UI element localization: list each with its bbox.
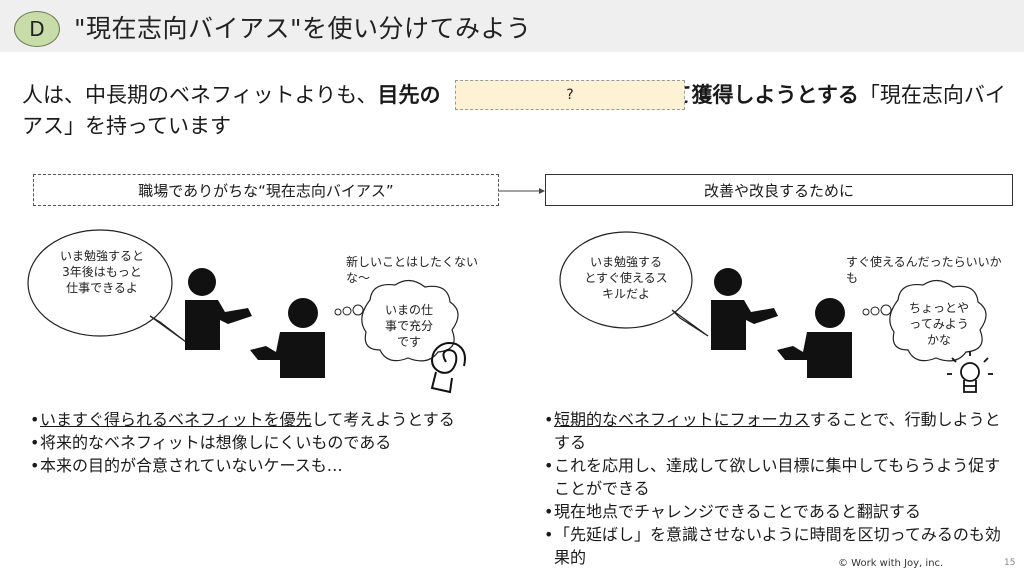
person-listening-icon <box>250 298 325 378</box>
person-pointing-icon <box>185 268 252 350</box>
left-thought-text: いまの仕事で充分です <box>384 303 433 349</box>
right-reply-text: すぐ使えるんだったらいいかも <box>846 255 1002 285</box>
list-item: 将来的なベネフィットは想像しにくいものである <box>30 431 510 454</box>
arrow-right-icon <box>499 188 545 194</box>
section-badge: D <box>14 11 60 47</box>
list-item: 短期的なベネフィットにフォーカスすることで、行動しようとする <box>544 408 1006 454</box>
lead-part4: 「現在志向バイアス」を持っています <box>22 83 1006 138</box>
page-number: 15 <box>1004 558 1016 568</box>
slide-title: "現在志向バイアス"を使い分けてみよう <box>74 14 532 43</box>
person-pointing-icon <box>711 268 778 350</box>
spiral-icon <box>430 342 466 394</box>
right-speech-bubble <box>559 231 709 337</box>
right-speech-text: いま勉強するとすぐ使えるスキルだよ <box>584 255 668 301</box>
person-listening-icon <box>777 298 852 378</box>
lead-part3: て獲得しようとする <box>670 83 859 107</box>
right-bullet-list: 短期的なベネフィットにフォーカスすることで、行動しようとする これを応用し、達成… <box>544 408 1006 569</box>
right-panel-heading: 改善や改良するために <box>545 174 1013 206</box>
copyright: © Work with Joy, inc. <box>838 558 944 569</box>
left-speech-text: いま勉強すると3年後はもっと仕事できるよ <box>59 249 144 295</box>
right-thought-bubble <box>862 279 987 362</box>
list-item: 「先延ばし」を意識させないように時間を区切ってみるのも効果的 <box>544 523 1006 569</box>
list-item: 現在地点でチャレンジできることであると翻訳する <box>544 500 1006 523</box>
quiz-blank-box[interactable]: ? <box>455 80 685 110</box>
left-bullet-list: いますぐ得られるベネフィットを優先して考えようとする 将来的なベネフィットは想像… <box>30 408 510 477</box>
left-panel-heading: 職場でありがちな“現在志向バイアス” <box>33 174 499 206</box>
lightbulb-icon <box>947 351 993 393</box>
left-thought-bubble <box>334 279 459 362</box>
list-item: 本来の目的が合意されていないケースも… <box>30 454 510 477</box>
list-item: これを応用し、達成して欲しい目標に集中してもらうよう促すことができる <box>544 454 1006 500</box>
slide-header: D "現在志向バイアス"を使い分けてみよう <box>0 0 1024 52</box>
left-speech-bubble <box>27 229 187 343</box>
list-item: いますぐ得られるベネフィットを優先して考えようとする <box>30 408 510 431</box>
lead-part1: 人は、中長期のベネフィットよりも、 <box>22 83 378 107</box>
lead-part2: 目先の <box>377 83 441 107</box>
lead-text: 人は、中長期のベネフィットよりも、目先の て獲得しようとする「現在志向バイアス」を… <box>22 80 1012 142</box>
right-thought-text: ちょっとやってみようかな <box>908 301 969 347</box>
left-reply-text: 新しいことはしたくないな～ <box>346 255 479 285</box>
